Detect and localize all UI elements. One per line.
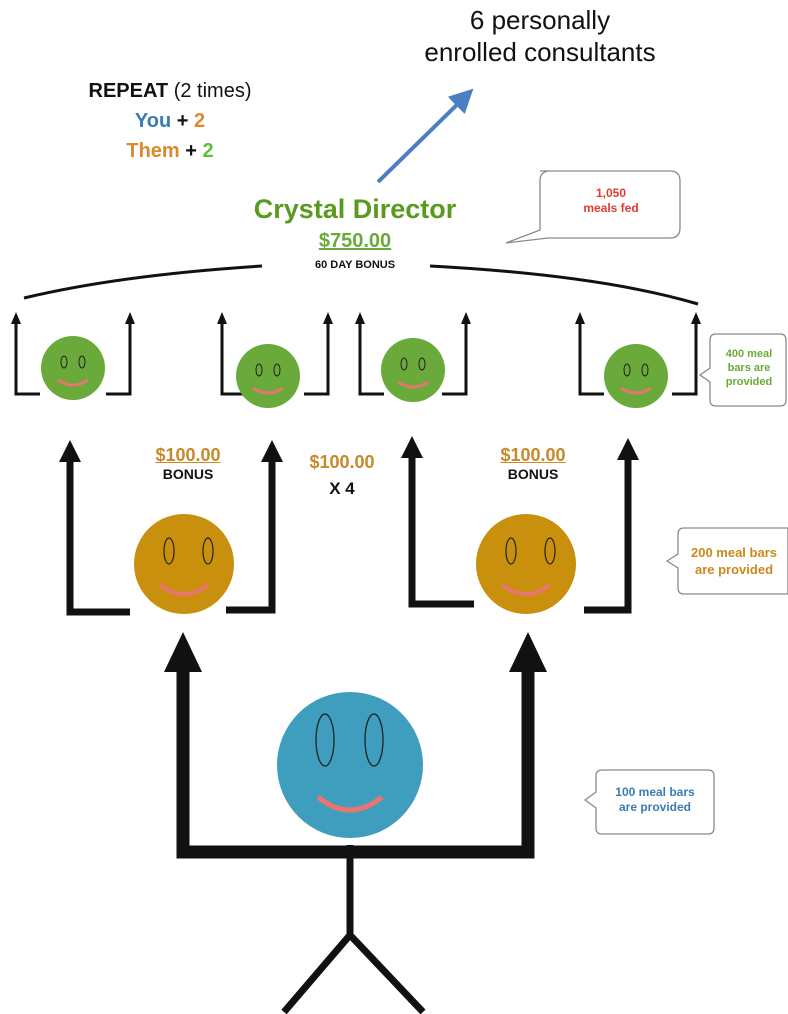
- level2-bubble-text: 200 meal bars are provided: [680, 544, 788, 578]
- level3-face: [604, 344, 668, 408]
- stick-figure: [281, 845, 426, 1014]
- consultants-line-1: 6 personally: [469, 5, 611, 35]
- consultants-line-2: enrolled consultants: [424, 37, 656, 67]
- them-line: Them + 2: [40, 136, 300, 166]
- consultants-pointer-arrow: [376, 88, 474, 184]
- level1-line-2: are provided: [618, 800, 692, 814]
- left-bonus: $100.00 BONUS: [128, 445, 248, 482]
- level2-face: [476, 514, 576, 614]
- meals-fed-text: 1,050 meals fed: [552, 186, 670, 216]
- meals-fed-bubble: [505, 170, 681, 244]
- repeat-line: REPEAT (2 times): [40, 76, 300, 106]
- level3-line-3: provided: [725, 376, 773, 388]
- consultants-title: 6 personally enrolled consultants: [380, 4, 700, 68]
- rank-arc-right: [429, 264, 699, 306]
- left-bonus-label: BONUS: [162, 466, 214, 482]
- middle-bonus: $100.00 X 4: [282, 452, 402, 499]
- level2-line-2: are provided: [694, 562, 774, 577]
- you-line: You + 2: [40, 106, 300, 136]
- level2-brackets: [66, 452, 632, 616]
- repeat-label: REPEAT: [88, 80, 169, 102]
- right-bonus: $100.00 BONUS: [473, 445, 593, 482]
- meals-fed-count: 1,050: [595, 186, 627, 200]
- level3-bubble: [698, 333, 787, 407]
- level1-line-1: 100 meal bars: [615, 785, 695, 799]
- level1-bubble: [583, 769, 715, 835]
- level3-face: [381, 338, 445, 402]
- you-plus: +: [176, 110, 189, 132]
- middle-bonus-amount: $100.00: [309, 452, 375, 472]
- level3-line-2: bars are: [727, 362, 771, 374]
- level3-arrowheads: [11, 312, 701, 324]
- level2-face: [134, 514, 234, 614]
- right-bonus-amount: $100.00: [500, 445, 566, 465]
- level1-face: [277, 692, 423, 838]
- level3-face: [41, 336, 105, 400]
- rank-arc-left: [23, 264, 263, 300]
- level1-bubble-text: 100 meal bars are provided: [598, 785, 712, 815]
- rank-amount: $750.00: [318, 230, 392, 252]
- rank-title: Crystal Director: [253, 194, 457, 224]
- right-bonus-label: BONUS: [507, 466, 559, 482]
- rank-bonus-label: 60 DAY BONUS: [314, 259, 396, 271]
- you-label: You: [134, 110, 172, 132]
- level2-line-1: 200 meal bars: [690, 545, 777, 560]
- repeat-count: (2 times): [173, 80, 252, 102]
- them-plus: +: [185, 140, 197, 162]
- level1-arrowheads: [164, 632, 547, 672]
- them-value: 2: [202, 140, 214, 162]
- level3-bubble-text: 400 meal bars are provided: [712, 347, 786, 389]
- repeat-box: REPEAT (2 times) You + 2 Them + 2: [40, 76, 300, 166]
- meals-fed-label: meals fed: [583, 201, 639, 215]
- level2-bubble: [665, 527, 788, 595]
- level3-line-1: 400 meal: [725, 348, 773, 360]
- level2-arrowheads: [59, 436, 639, 462]
- level3-face: [236, 344, 300, 408]
- level3-brackets: [14, 318, 698, 396]
- them-label: Them: [126, 140, 180, 162]
- middle-bonus-multiplier: X 4: [329, 479, 355, 498]
- you-value: 2: [193, 110, 206, 132]
- left-bonus-amount: $100.00: [155, 445, 221, 465]
- level1-frame: [176, 662, 535, 859]
